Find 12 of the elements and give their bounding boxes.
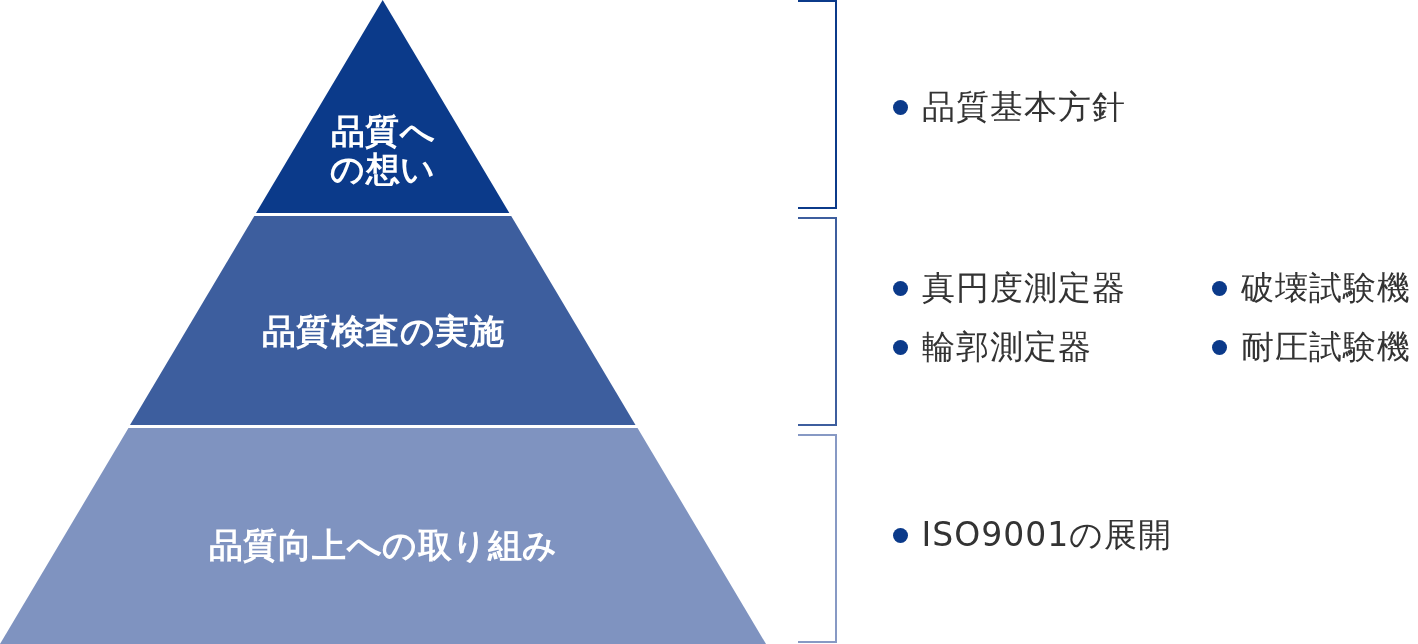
pyramid-tier [0,428,766,644]
list-item-text: 耐圧試験機 [1240,327,1411,367]
list-item-text: 輪郭測定器 [921,327,1092,367]
tier-label: 品質向上への取り組み [208,526,558,564]
list-item-text: 品質基本方針 [921,87,1126,127]
list-item-text: ISO9001の展開 [921,515,1173,555]
pyramid-tier [256,0,510,213]
pyramid-tier [130,216,636,425]
tier-label: 品質検査の実施 [261,312,505,350]
list-item-text: 真円度測定器 [921,268,1126,308]
tier-label: 品質への想い [329,112,437,188]
list-item-text: 破壊試験機 [1240,268,1411,308]
